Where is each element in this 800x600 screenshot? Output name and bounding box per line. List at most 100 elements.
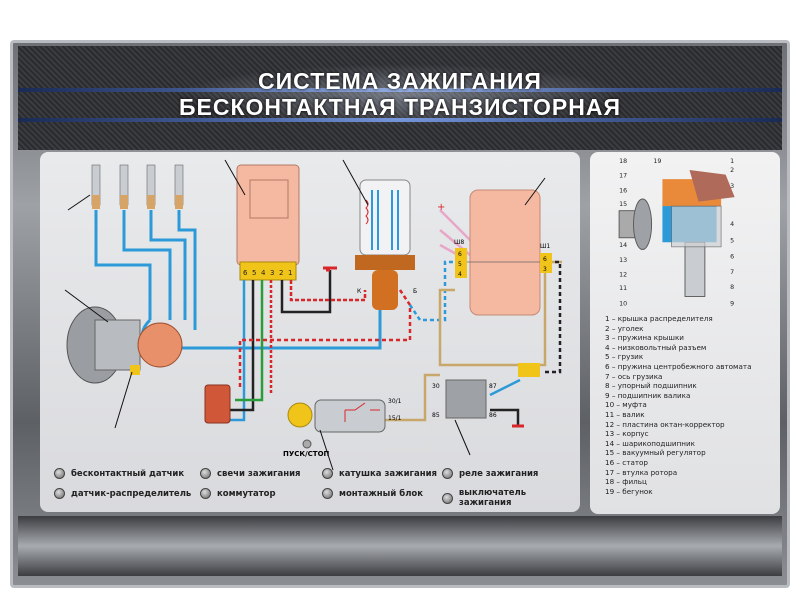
callout-number: 8 [730, 284, 734, 291]
switch-terminal: 30/1 [388, 398, 402, 405]
legend-bullet-icon [200, 468, 211, 479]
part-item: 11 – валик [605, 409, 645, 419]
callout-number: 15 [619, 201, 627, 208]
part-item: 14 – шарикоподшипник [605, 438, 695, 448]
callout-number: 14 [619, 242, 627, 249]
callout-number: 5 [730, 237, 734, 244]
legend-item: катушка зажигания [322, 468, 437, 479]
svg-text:6: 6 [543, 256, 547, 263]
legend-bullet-icon [322, 488, 333, 499]
part-item: 13 – корпус [605, 429, 649, 439]
legend-label: монтажный блок [339, 488, 424, 499]
part-item: 6 – пружина центробежного автомата [605, 361, 752, 371]
callout-number: 10 [619, 300, 627, 307]
coil-terminal-k: К [357, 288, 362, 295]
part-item: 2 – уголек [605, 323, 644, 333]
part-item: 18 – фильц [605, 477, 647, 487]
legend-bullet-icon [442, 492, 453, 504]
callout-number: 1 [730, 158, 734, 165]
svg-text:3: 3 [270, 269, 274, 277]
coil-terminal-b: Б [413, 288, 417, 295]
part-item: 3 – пружина крышки [605, 333, 684, 343]
start-stop-label: ПУСК/СТОП [283, 450, 330, 458]
spark-plugs [91, 164, 184, 209]
part-item: 8 – упорный подшипник [605, 381, 697, 391]
callout-number: 4 [730, 221, 734, 228]
legend-label: бесконтактный датчик [71, 468, 185, 479]
poster-footer [18, 516, 782, 576]
header-glow [178, 64, 628, 126]
callout-number: 7 [730, 269, 734, 276]
legend-item: коммутатор [200, 488, 276, 499]
callout-number: 16 [619, 188, 627, 195]
svg-text:6: 6 [458, 251, 462, 258]
callout-number: 2 [730, 167, 734, 174]
part-item: 12 – пластина октан-корректор [605, 419, 725, 429]
legend-bullet-icon [54, 468, 65, 479]
plus-sign: + [437, 202, 445, 213]
part-item: 1 – крышка распределителя [605, 314, 713, 323]
svg-text:Ш8: Ш8 [454, 239, 464, 246]
svg-text:5: 5 [458, 261, 462, 268]
callout-number: 18 [619, 158, 627, 165]
legend-label: свечи зажигания [217, 468, 301, 479]
callout-number: 9 [730, 300, 734, 307]
legend-label: катушка зажигания [339, 468, 438, 479]
start-stop-button[interactable] [302, 439, 312, 449]
switching-module [455, 189, 552, 316]
switch-terminal: 15/1 [388, 415, 402, 422]
legend-item: бесконтактный датчик [54, 468, 184, 479]
part-item: 9 – подшипник валика [605, 390, 691, 400]
legend-item: выключатель зажигания [442, 488, 580, 508]
connector-block [518, 363, 540, 377]
title-line-2: БЕСКОНТАКТНАЯ ТРАНЗИСТОРНАЯ [178, 94, 622, 120]
low-voltage-wires [225, 209, 562, 452]
pointer-lines [64, 159, 546, 471]
legend-item: свечи зажигания [200, 468, 301, 479]
part-item: 7 – ось грузика [605, 371, 663, 381]
svg-text:6: 6 [243, 269, 248, 277]
legend-label: выключатель зажигания [458, 488, 527, 508]
legend-item: реле зажигания [442, 468, 538, 479]
header-stripe [18, 118, 782, 122]
connector-labels: Ш8 6 5 4 Ш1 6 3 [454, 239, 550, 278]
legend-label: реле зажигания [459, 468, 539, 479]
svg-text:86: 86 [489, 412, 497, 419]
distributor-sensor [66, 306, 183, 384]
part-item: 15 – вакуумный регулятор [605, 448, 706, 458]
commutator [236, 164, 300, 281]
ignition-relay [445, 379, 487, 419]
callout-number: 12 [619, 272, 627, 279]
part-item: 16 – статор [605, 457, 648, 467]
header-stripe [18, 88, 782, 92]
callout-number: 3 [730, 183, 734, 190]
svg-text:87: 87 [489, 383, 497, 390]
poster-header: СИСТЕМА ЗАЖИГАНИЯ БЕСКОНТАКТНАЯ ТРАНЗИСТ… [18, 46, 782, 150]
legend-label: коммутатор [217, 488, 276, 499]
part-item: 5 – грузик [605, 352, 644, 362]
svg-text:3: 3 [543, 266, 547, 273]
legend-bullet-icon [442, 468, 453, 479]
relay-terminals: 30 87 85 86 [432, 383, 497, 419]
svg-text:5: 5 [252, 269, 256, 277]
legend-bullet-icon [200, 488, 211, 499]
legend-bullet-icon [322, 468, 333, 479]
ignition-coil [355, 179, 415, 310]
legend-bullet-icon [54, 488, 65, 499]
ignition-switch [287, 399, 386, 433]
callout-number: 13 [619, 257, 627, 264]
svg-text:2: 2 [279, 269, 283, 277]
part-item: 19 – бегунок [605, 486, 653, 496]
svg-text:85: 85 [432, 412, 440, 419]
svg-text:30: 30 [432, 383, 440, 390]
part-item: 10 – муфта [605, 400, 647, 410]
svg-text:4: 4 [458, 271, 462, 278]
legend-item: датчик-распределитель [54, 488, 191, 499]
callout-number: 17 [619, 172, 627, 179]
